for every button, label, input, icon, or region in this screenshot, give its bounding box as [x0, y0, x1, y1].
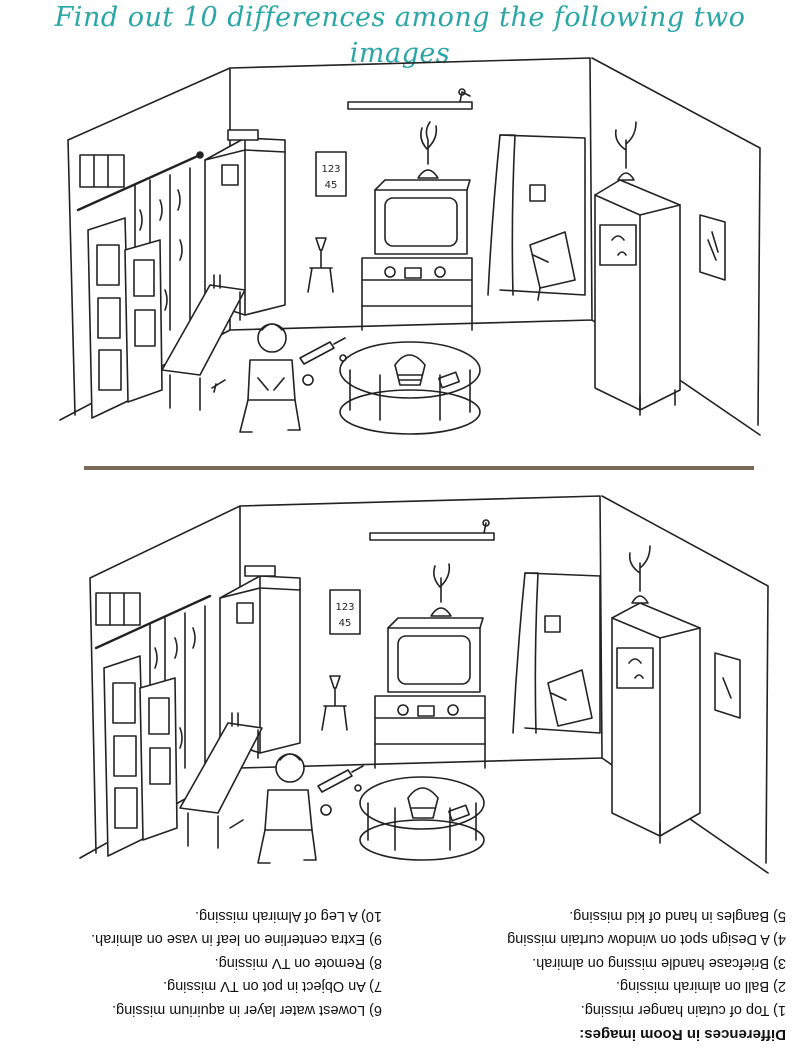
dumbbell	[211, 379, 226, 393]
calendar-line1: 123	[335, 602, 354, 613]
vase-on-tv	[417, 121, 439, 179]
bench	[161, 274, 246, 411]
answer-item: 5) Bangles in hand of kid missing.	[569, 908, 786, 924]
answers-right-column: 6) Lowest water layer in aquirium missin…	[91, 904, 382, 1022]
cricket-bat	[317, 765, 364, 793]
calendar-line2: 45	[325, 180, 338, 191]
right-almirah	[594, 179, 681, 416]
armchair	[547, 669, 593, 727]
calendar-line1: 123	[321, 164, 340, 175]
window	[95, 592, 141, 626]
tv-set	[374, 617, 486, 769]
briefcase	[227, 129, 259, 141]
answer-item: 2) Ball on almirah missing.	[615, 978, 786, 995]
vase-on-almirah	[614, 121, 637, 181]
kid	[257, 753, 317, 864]
tube-light	[369, 519, 495, 541]
answer-key: Differences in Room images: 1) Top of cu…	[0, 900, 800, 1049]
answer-item: 10) A Leg of Almirah missing.	[195, 908, 382, 924]
answer-item: 8) Remote on TV missing.	[214, 955, 382, 971]
left-almirah	[219, 565, 301, 754]
answer-item: 1) Top of cutain hanger missing.	[580, 1002, 786, 1018]
answers-left-column: 1) Top of cutain hanger missing. 2) Ball…	[507, 904, 786, 1022]
tube-light	[347, 88, 473, 110]
answer-item: 6) Lowest water layer in aquirium missin…	[112, 1002, 382, 1018]
calendar-line2: 45	[339, 618, 352, 629]
open-doors	[103, 655, 178, 857]
cricket-bat	[299, 337, 346, 365]
vase-on-tv	[430, 563, 452, 617]
divider-line	[84, 466, 754, 470]
room-image-bottom: 123 45	[0, 478, 800, 898]
open-doors	[87, 217, 163, 419]
table-lamp	[321, 675, 348, 731]
toy	[302, 374, 314, 386]
wall-frame	[699, 214, 726, 281]
table-lamp	[307, 237, 334, 293]
answer-item: 7) An Object in pot on TV missing.	[163, 978, 382, 995]
tv-set	[361, 179, 473, 331]
doorway	[487, 134, 586, 296]
answer-item: 9) Extra centerline on leaf in vase on a…	[91, 931, 382, 948]
right-almirah	[611, 602, 701, 844]
calendar: 123 45	[329, 589, 361, 635]
answers-heading: Differences in Room images:	[579, 1026, 786, 1043]
doorway	[512, 572, 601, 734]
armchair	[529, 231, 576, 301]
puzzle-title: Find out 10 differences among the follow…	[54, 2, 746, 69]
answer-item: 4) A Design spot on window curtain missi…	[507, 931, 786, 948]
glass-table	[359, 776, 485, 861]
window	[79, 154, 125, 188]
glass-table	[339, 341, 481, 435]
kid	[239, 323, 301, 433]
room-image-top: 123 45	[0, 40, 800, 460]
vase-on-almirah	[628, 545, 651, 604]
calendar: 123 45	[315, 151, 347, 197]
bench	[179, 712, 263, 849]
wall-frame	[714, 652, 741, 719]
answer-item: 3) Briefcase handle missing on almirah.	[532, 955, 786, 971]
